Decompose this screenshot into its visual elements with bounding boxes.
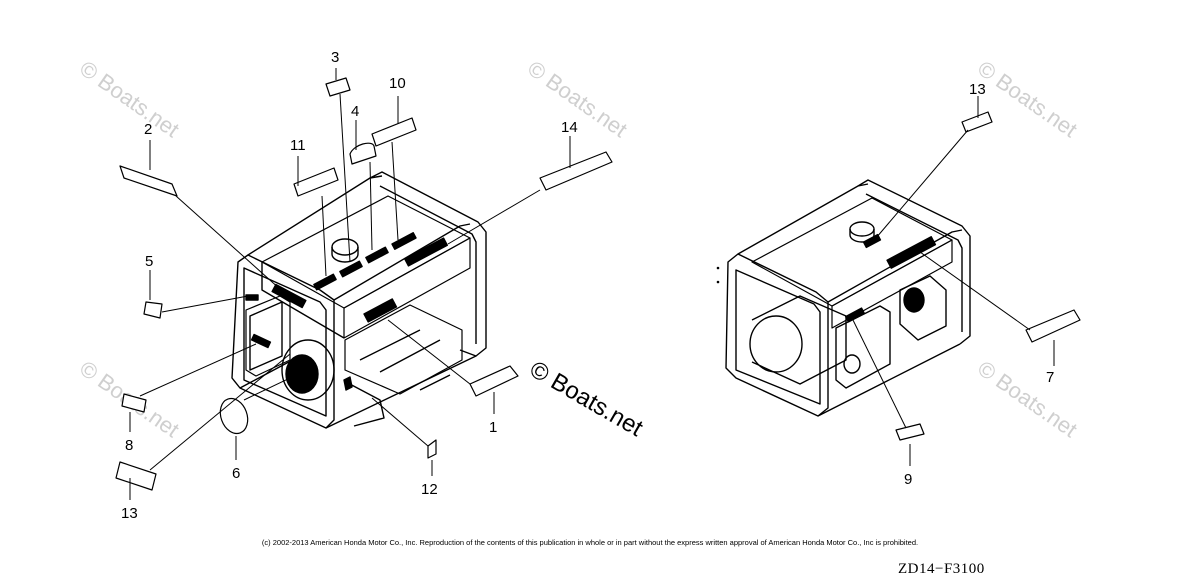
right-leader-lines	[716, 96, 1055, 466]
sticker-block-top-3	[365, 246, 389, 264]
callout-14: 14	[561, 119, 578, 136]
engine-detail	[359, 329, 451, 391]
alternator-end	[749, 315, 803, 373]
sticker-block-rear-top	[862, 233, 882, 249]
engine-block	[344, 304, 463, 395]
fuel-tank	[261, 195, 471, 309]
recoil-starter-inner	[285, 354, 319, 394]
label-part-4	[349, 142, 377, 165]
callout-2: 2	[144, 121, 152, 138]
left-leader-lines	[129, 68, 571, 500]
sticker-block-left	[245, 294, 259, 301]
frame-front-loop-inner	[243, 267, 327, 417]
frame-rear-top-rail-left	[737, 183, 869, 255]
watermark-main: © Boats.net	[525, 356, 648, 442]
frame-bottom-rail	[325, 355, 477, 429]
frame-back-loop	[369, 171, 487, 357]
fuel-tank-left-side	[261, 262, 345, 339]
watermark-5: © Boats.net	[973, 356, 1082, 443]
frame-front-loop	[231, 254, 335, 429]
fuel-cap-rear	[849, 221, 875, 237]
air-cleaner	[899, 275, 947, 341]
watermark-3: © Boats.net	[973, 56, 1082, 143]
callout-9: 9	[904, 471, 912, 488]
sticker-block-top-1	[313, 273, 337, 291]
label-part-8	[121, 393, 147, 413]
diagram-code: ZD14−F3100	[898, 561, 985, 577]
right-label-parts	[895, 111, 1081, 441]
label-part-12	[427, 439, 437, 459]
callout-10: 10	[389, 75, 406, 92]
frame-rear-bottom-rail	[817, 343, 961, 417]
label-part-3	[325, 77, 351, 97]
left-label-parts	[115, 77, 613, 491]
callout-3: 3	[331, 49, 339, 66]
callout-numbers: 1 2 3 4 5 6 7 8 9 10 11 12 13 13 14	[121, 49, 1054, 522]
callout-1: 1	[489, 419, 497, 436]
sticker-block-panel	[250, 333, 272, 349]
callout-13-left: 13	[121, 505, 138, 522]
label-part-11	[293, 167, 339, 197]
label-part-9	[895, 423, 925, 441]
frame-rear-top-rail-right	[827, 229, 963, 303]
recoil-starter	[281, 339, 335, 401]
frame-rear-front-loop	[725, 253, 829, 417]
label-part-2	[119, 165, 178, 197]
copyright-notice: (c) 2002-2013 American Honda Motor Co., …	[261, 538, 919, 547]
frame-back-loop-inner	[379, 185, 477, 344]
label-part-13-left	[115, 461, 157, 491]
control-panel-face	[249, 301, 283, 371]
fuel-tank-rear-side	[831, 239, 953, 329]
callout-13-right: 13	[969, 81, 986, 98]
generator-rear-view	[725, 179, 971, 417]
callout-12: 12	[421, 481, 438, 498]
frame-rear-back-loop-inner	[865, 193, 963, 332]
callout-11: 11	[290, 137, 306, 154]
label-part-5	[143, 301, 163, 319]
sticker-block-side	[363, 298, 398, 323]
callout-6: 6	[232, 465, 240, 482]
engine-rear	[835, 305, 891, 389]
sticker-block-top-5	[403, 237, 449, 267]
frame-rear-front-loop-inner	[735, 269, 821, 405]
label-part-1	[469, 365, 519, 397]
frame-rear-back-loop	[857, 179, 971, 345]
alternator-housing	[751, 295, 847, 385]
generator-front-view	[231, 171, 487, 429]
label-part-7	[1025, 309, 1081, 343]
callout-5: 5	[145, 253, 153, 270]
sticker-block-top-2	[339, 260, 363, 278]
sticker-block-top-4	[391, 232, 417, 250]
label-part-6	[219, 397, 249, 435]
sticker-block-rear-big	[886, 236, 937, 269]
fuel-cap	[331, 238, 359, 256]
air-cleaner-cap	[903, 287, 925, 313]
sticker-block-front	[271, 283, 307, 309]
label-part-14	[539, 151, 613, 191]
frame-top-rail-right	[333, 223, 471, 301]
drain-plug	[843, 354, 861, 374]
label-part-13-right	[961, 111, 993, 133]
muffler-pipe	[345, 381, 385, 427]
fuel-tank-side	[343, 237, 471, 339]
callout-7: 7	[1046, 369, 1054, 386]
sticker-block-rear-side	[844, 307, 866, 323]
watermark-1: © Boats.net	[75, 56, 184, 143]
label-part-10	[371, 117, 417, 147]
oil-filler	[343, 376, 353, 391]
callout-4: 4	[351, 103, 359, 120]
callout-8: 8	[125, 437, 133, 454]
fuel-cap-body	[331, 247, 359, 263]
